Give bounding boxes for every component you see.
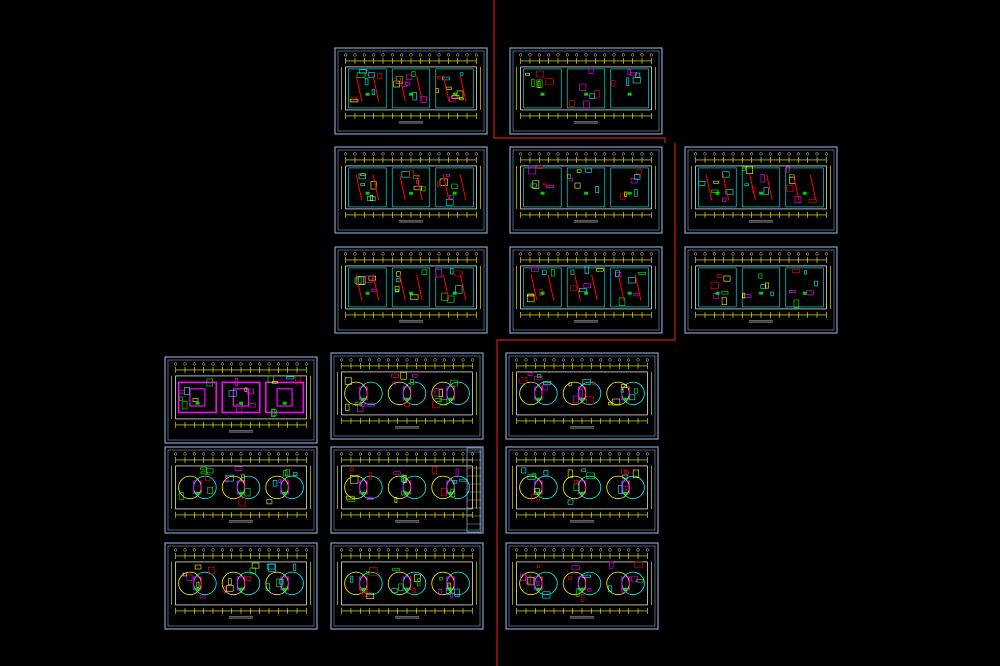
sheet-b3[interactable]	[684, 146, 838, 234]
floor-plan-drawing	[171, 362, 311, 433]
sheet-f2[interactable]	[330, 542, 484, 630]
sheet-a2[interactable]	[509, 47, 663, 135]
floor-plan-drawing	[337, 358, 477, 429]
sheet-frame	[330, 446, 484, 534]
sheet-d3[interactable]	[505, 352, 659, 440]
divider-line-1	[493, 0, 666, 143]
floor-plan-drawing	[691, 152, 831, 223]
floor-plan-drawing	[171, 548, 311, 619]
sheet-inner-border	[687, 149, 835, 231]
sheet-inner-border	[508, 355, 656, 437]
sheet-inner-border	[337, 149, 485, 231]
sheet-frame	[330, 352, 484, 440]
sheet-inner-border	[167, 359, 315, 441]
sheet-e1[interactable]	[164, 446, 318, 534]
sheet-inner-border	[337, 249, 485, 331]
sheet-inner-border	[333, 355, 481, 437]
sheet-frame	[334, 146, 488, 234]
sheet-inner-border	[512, 149, 660, 231]
drawing-sheets	[164, 47, 838, 630]
sheet-inner-border	[512, 50, 660, 132]
sheet-inner-border	[333, 545, 481, 627]
sheet-frame	[509, 146, 663, 234]
sheet-frame	[505, 352, 659, 440]
sheet-f3[interactable]	[505, 542, 659, 630]
sheet-inner-border	[333, 449, 481, 531]
sheet-frame	[164, 446, 318, 534]
floor-plan-drawing	[516, 53, 656, 124]
divider-line-2	[496, 143, 676, 666]
floor-plan-drawing	[516, 252, 656, 323]
sheet-frame	[684, 246, 838, 334]
floor-plan-drawing	[171, 452, 311, 523]
sheet-f1[interactable]	[164, 542, 318, 630]
sheet-d2[interactable]	[330, 352, 484, 440]
floor-plan-drawing	[341, 152, 481, 223]
floor-plan-drawing	[512, 358, 652, 429]
floor-plan-drawing	[512, 452, 652, 523]
sheet-inner-border	[167, 449, 315, 531]
sheet-c1[interactable]	[334, 246, 488, 334]
sheet-inner-border	[167, 545, 315, 627]
sheet-e2[interactable]	[330, 446, 484, 534]
sheet-c2[interactable]	[509, 246, 663, 334]
sheet-frame	[330, 542, 484, 630]
sheet-frame	[684, 146, 838, 234]
sheet-frame	[164, 356, 318, 444]
sheet-inner-border	[508, 449, 656, 531]
floor-plan-drawing	[337, 452, 477, 523]
floor-plan-drawing	[337, 548, 477, 619]
sheet-frame	[505, 446, 659, 534]
sheet-frame	[509, 47, 663, 135]
red-divider-lines	[493, 0, 676, 666]
sheet-frame	[334, 47, 488, 135]
sheet-inner-border	[687, 249, 835, 331]
floor-plan-drawing	[341, 53, 481, 124]
sheet-frame	[509, 246, 663, 334]
floor-plan-drawing	[341, 252, 481, 323]
title-block-strip	[466, 447, 482, 533]
sheet-inner-border	[508, 545, 656, 627]
sheet-frame	[334, 246, 488, 334]
sheet-b1[interactable]	[334, 146, 488, 234]
sheet-d1[interactable]	[164, 356, 318, 444]
floor-plan-drawing	[691, 252, 831, 323]
floor-plan-drawing	[512, 548, 652, 619]
sheet-a1[interactable]	[334, 47, 488, 135]
sheet-b2[interactable]	[509, 146, 663, 234]
sheet-frame	[505, 542, 659, 630]
floor-plan-drawing	[516, 152, 656, 223]
sheet-inner-border	[512, 249, 660, 331]
sheet-inner-border	[337, 50, 485, 132]
sheet-frame	[164, 542, 318, 630]
sheet-c3[interactable]	[684, 246, 838, 334]
sheet-e3[interactable]	[505, 446, 659, 534]
